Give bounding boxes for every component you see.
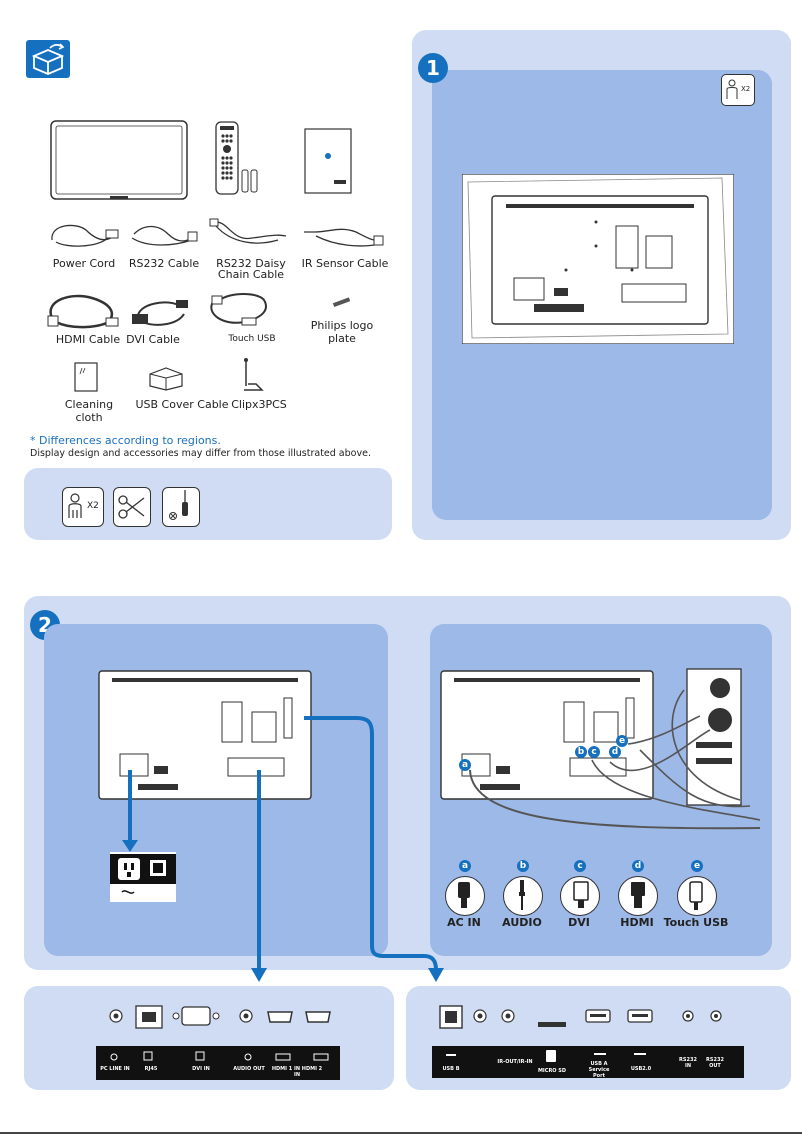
cleaning-cloth-label-line2: cloth xyxy=(75,411,103,424)
scissors-icon xyxy=(118,495,145,519)
clip-illustration xyxy=(236,356,270,399)
touch-usb-label: Touch USB xyxy=(228,334,276,344)
step1-persons-count: X2 xyxy=(741,85,751,93)
ac-power-socket-illustration xyxy=(110,852,176,907)
port-marker-c: c xyxy=(588,746,600,758)
connector-a-marker: a xyxy=(459,860,471,872)
connector-e-marker: e xyxy=(691,860,703,872)
connector-a-label: AC IN xyxy=(447,916,481,929)
monitor-back-on-cushion-illustration xyxy=(461,173,735,349)
rs232-daisy-chain-cable-illustration xyxy=(208,216,290,253)
port-marker-a: a xyxy=(459,759,471,771)
cleaning-cloth-label-line1: Cleaning xyxy=(64,398,114,411)
tools-persons-count: X2 xyxy=(87,501,99,511)
connector-c-label: DVI xyxy=(568,916,590,929)
usb-cover-illustration xyxy=(146,364,186,397)
screwdriver-icon xyxy=(169,490,188,520)
audio-out-label: AUDIO OUT xyxy=(233,1066,265,1072)
usb-b-label: USB B xyxy=(442,1066,460,1072)
port-marker-e: e xyxy=(616,735,628,747)
dvi-in-label: DVI IN xyxy=(192,1066,210,1072)
connector-b-marker: b xyxy=(517,860,529,872)
pc-line-in-label: PC LINE IN xyxy=(100,1066,130,1072)
dvi-cable-label: DVI Cable xyxy=(126,333,180,346)
left-port-icons xyxy=(100,1002,340,1041)
usb-service-label-line2: Service Port xyxy=(588,1067,610,1079)
ir-sensor-cable-illustration xyxy=(300,222,386,255)
hdmi-in-label: HDMI 1 IN HDMI 2 IN xyxy=(271,1066,323,1078)
touch-usb-cable-illustration xyxy=(204,290,276,335)
two-person-tool-box: X2 xyxy=(62,487,104,527)
philips-logo-label-line2: plate xyxy=(328,332,356,345)
left-bar-icons xyxy=(96,1050,340,1069)
dvi-cable-illustration xyxy=(128,294,192,335)
usb-cover-cable-label: USB Cover Cable xyxy=(135,398,229,411)
box-icon xyxy=(26,40,70,78)
monitor-back-right-illustration xyxy=(440,670,654,805)
ir-sensor-cable-label: IR Sensor Cable xyxy=(301,257,389,270)
rj45-label: RJ45 xyxy=(144,1066,158,1072)
manual-booklet-illustration xyxy=(304,128,352,199)
port-marker-d: d xyxy=(609,746,621,758)
rs232-in-label-line1: RS232 xyxy=(679,1057,697,1063)
micro-sd-label: MICRO SD xyxy=(537,1068,567,1074)
connector-b-label: AUDIO xyxy=(502,916,542,929)
port-bar-icons xyxy=(432,1050,744,1069)
step1-two-person-box: X2 xyxy=(721,74,755,106)
left-port-label-bar xyxy=(96,1046,340,1080)
power-cord-label: Power Cord xyxy=(52,257,116,270)
connector-glyphs xyxy=(440,876,760,921)
hdmi-cable-illustration xyxy=(42,290,126,335)
rs232-out-label-line1: RS232 xyxy=(706,1057,724,1063)
connector-row: a AC IN b AUDIO c DVI d HDMI e Touch USB xyxy=(440,860,760,940)
rs232-daisy-label-line2: Chain Cable xyxy=(217,268,285,281)
pc-tower-illustration xyxy=(686,668,742,813)
rs232-cable-label: RS232 Cable xyxy=(128,257,200,270)
right-port-label-bar xyxy=(432,1046,744,1078)
rs232-in-label-line2: IN xyxy=(684,1063,692,1069)
scissors-tool-box xyxy=(113,487,151,527)
philips-logo-plate-illustration xyxy=(332,294,352,312)
right-port-icons xyxy=(436,1002,732,1041)
connector-d-marker: d xyxy=(632,860,644,872)
cables-to-pc-illustration xyxy=(460,680,770,845)
rs232-out-label-line2: OUT xyxy=(709,1063,721,1069)
power-cord-illustration xyxy=(46,220,122,255)
connector-e-label: Touch USB xyxy=(663,916,729,929)
hdmi-cable-label: HDMI Cable xyxy=(55,333,121,346)
rs232-cable-illustration xyxy=(128,220,200,253)
regions-note: * Differences according to regions. xyxy=(30,434,221,447)
clip-label: Clipx3PCS xyxy=(231,398,287,411)
connector-c-marker: c xyxy=(574,860,586,872)
ir-out-in-label: IR-OUT/IR-IN xyxy=(497,1059,533,1065)
step1-number: 1 xyxy=(418,53,448,83)
connector-d-label: HDMI xyxy=(620,916,654,929)
usb2-label: USB2.0 xyxy=(630,1066,652,1072)
disclaimer-note: Display design and accessories may diffe… xyxy=(30,448,371,459)
cleaning-cloth-illustration xyxy=(74,362,98,397)
usb-service-label-line1: USB A xyxy=(590,1061,608,1067)
screwdriver-tool-box xyxy=(162,487,200,527)
rs232-daisy-label-line1: RS232 Daisy xyxy=(216,257,286,270)
bottom-rule xyxy=(0,1132,802,1134)
monitor-back-left-illustration xyxy=(98,670,312,805)
port-marker-b: b xyxy=(575,746,587,758)
remote-control-illustration xyxy=(212,120,264,201)
monitor-illustration xyxy=(50,120,188,207)
philips-logo-label-line1: Philips logo xyxy=(310,319,374,332)
